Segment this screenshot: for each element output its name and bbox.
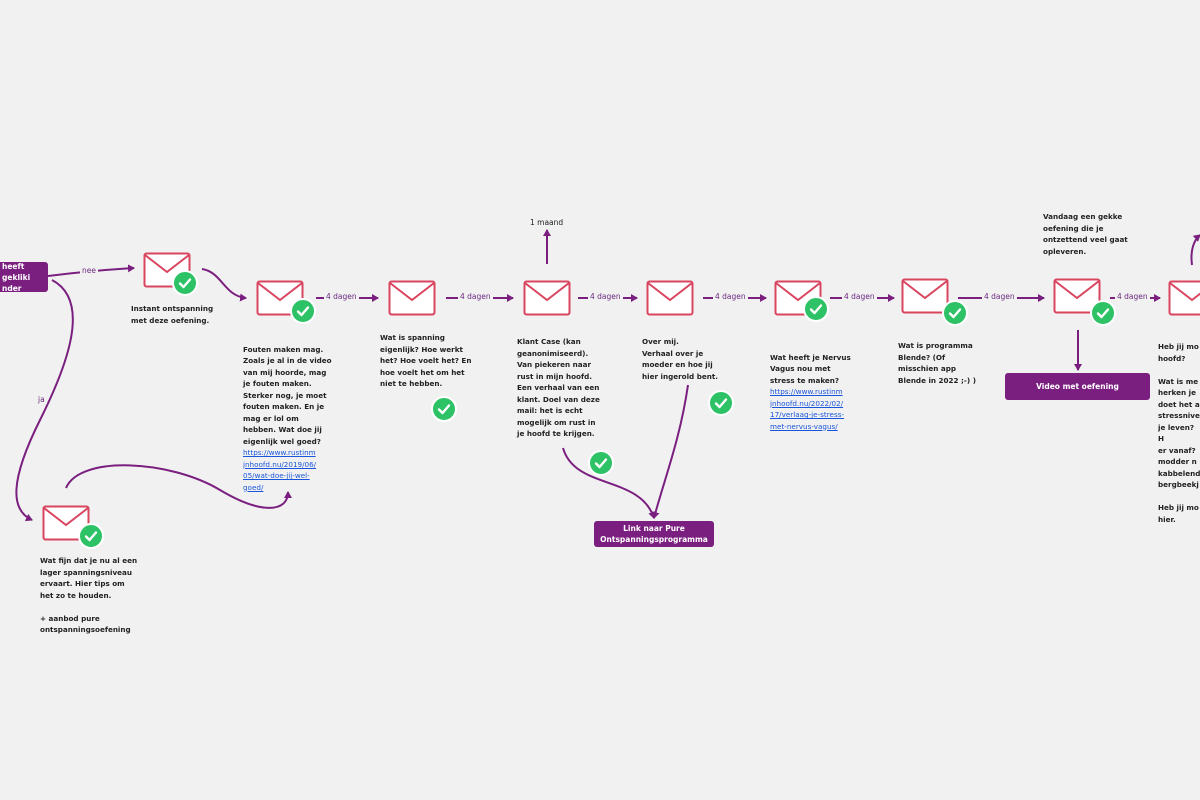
mail-icon[interactable]	[901, 278, 949, 314]
email-body: Wat heeft je Nervus Vagus nou met stress…	[770, 352, 851, 385]
mail-icon[interactable]	[1053, 278, 1101, 314]
video-pill[interactable]: Video met oefening	[1005, 373, 1150, 400]
check-icon	[708, 390, 734, 416]
check-icon	[172, 270, 198, 296]
email-text-8: Vandaag een gekke oefening die je ontzet…	[1043, 212, 1128, 256]
check-icon	[588, 450, 614, 476]
edge-label-4-dagen: 4 dagen	[324, 292, 359, 301]
edge-label-4-dagen: 4 dagen	[842, 292, 877, 301]
email-text-2: Fouten maken mag. Zoals je al in de vide…	[243, 332, 335, 505]
edge-e1-e2	[201, 268, 247, 302]
mail-icon[interactable]	[1168, 280, 1200, 316]
mail-icon[interactable]	[388, 280, 436, 316]
email-text-4: Klant Case (kan geanonimiseerd). Van pie…	[517, 337, 600, 438]
email-text-5: Over mij. Verhaal over je moeder en hoe …	[642, 337, 718, 381]
edge-label-4-dagen: 4 dagen	[588, 292, 623, 301]
email-link[interactable]: https://www.rustinm jnhoofd.nu/2019/06/ …	[243, 448, 317, 492]
edge-e10-e2	[65, 464, 292, 509]
edge-e4-link	[562, 447, 656, 519]
edge-label-4-dagen: 4 dagen	[982, 292, 1017, 301]
email-link[interactable]: https://www.rustinm jnhoofd.nu/2022/02/ …	[770, 387, 845, 431]
edge-start-e10	[15, 279, 74, 522]
link-pill[interactable]: Link naar Pure Ontspanningsprogramma	[594, 521, 714, 547]
mail-icon[interactable]	[646, 280, 694, 316]
edge-label-ja: ja	[36, 395, 47, 404]
mail-icon[interactable]	[523, 280, 571, 316]
edge-label-4-dagen: 4 dagen	[713, 292, 748, 301]
start-node[interactable]: heeft gekliki nder	[0, 262, 48, 293]
edge-label-1-maand: 1 maand	[528, 218, 566, 227]
check-icon	[942, 300, 968, 326]
email-text-9: Heb jij mo hoofd? Wat is me herken je do…	[1158, 342, 1200, 524]
email-text-10: Wat fijn dat je nu al een lager spanning…	[40, 556, 138, 634]
edge-e5-link	[651, 384, 689, 519]
email-body: Fouten maken mag. Zoals je al in de vide…	[243, 344, 332, 446]
check-icon	[1090, 300, 1116, 326]
edge-label-4-dagen: 4 dagen	[1115, 292, 1150, 301]
email-text-3: Wat is spanning eigenlijk? Hoe werkt het…	[380, 333, 472, 388]
email-text-7: Wat is programma Blende? (Of misschien a…	[898, 341, 976, 385]
edge-label-nee: nee	[80, 266, 98, 275]
check-icon	[78, 523, 104, 549]
check-icon	[290, 298, 316, 324]
email-text-6: Wat heeft je Nervus Vagus nou met stress…	[770, 340, 851, 444]
edge-e9-up	[1190, 234, 1200, 266]
check-icon	[803, 296, 829, 322]
email-text-1: Instant ontspanning met deze oefening.	[131, 304, 214, 325]
edge-label-4-dagen: 4 dagen	[458, 292, 493, 301]
check-icon	[431, 396, 457, 422]
